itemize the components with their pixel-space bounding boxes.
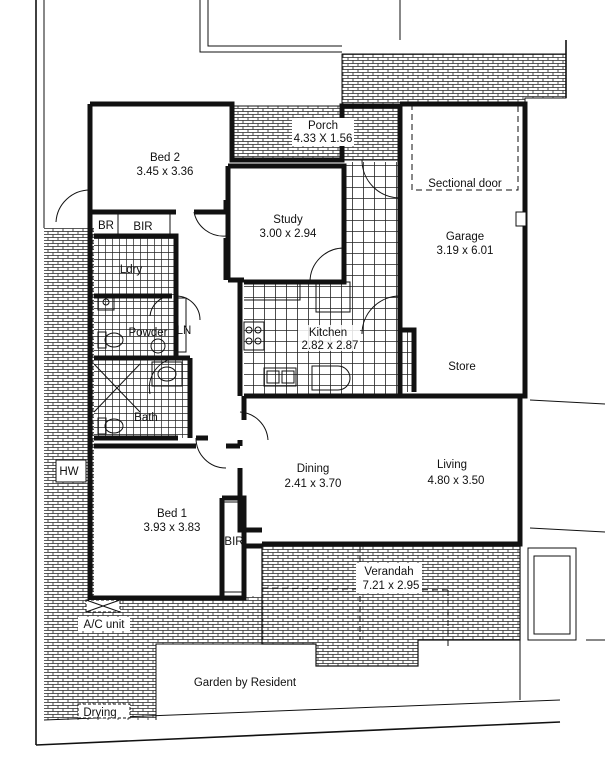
powder-label: Powder bbox=[129, 327, 168, 339]
linen-label: LN bbox=[177, 325, 192, 337]
kitchen-size: 2.82 x 2.87 bbox=[302, 340, 359, 352]
verandah-label: Verandah bbox=[364, 566, 413, 578]
bath-wc bbox=[104, 418, 124, 434]
kitchen-tiles bbox=[244, 162, 414, 396]
kitchen-label: Kitchen bbox=[309, 327, 347, 339]
laundry-label: Ldry bbox=[120, 264, 143, 276]
linen-door-swing bbox=[175, 295, 201, 321]
living-size: 4.80 x 3.50 bbox=[428, 475, 485, 487]
bath-label: Bath bbox=[134, 412, 158, 424]
bed1-robe bbox=[223, 501, 243, 593]
bed2-door-swing bbox=[193, 211, 227, 237]
dining-size: 2.41 x 3.70 bbox=[285, 478, 342, 490]
drying-line-box bbox=[77, 703, 131, 719]
exterior-wall bbox=[87, 101, 528, 601]
sectional-door-outline bbox=[411, 104, 519, 191]
dining-label: Dining bbox=[297, 463, 330, 475]
hw-label: HW bbox=[59, 466, 78, 478]
bath-wc-cistern bbox=[97, 417, 107, 435]
laundry-tiles bbox=[94, 236, 174, 296]
drying-label: Drying bbox=[83, 707, 116, 719]
bed1-door-swing bbox=[195, 437, 227, 469]
cooktop bbox=[243, 321, 265, 351]
br-label: BR bbox=[98, 220, 114, 232]
bath-basin bbox=[157, 366, 177, 382]
garden-label: Garden by Resident bbox=[194, 677, 297, 689]
sectional-door-label: Sectional door bbox=[428, 178, 502, 190]
ac-unit-label: A/C unit bbox=[84, 619, 126, 631]
garage-post bbox=[515, 211, 527, 227]
side-door-swing bbox=[55, 189, 91, 223]
store-label: Store bbox=[448, 361, 476, 373]
bath-door-swing bbox=[148, 357, 177, 395]
study-door-swing bbox=[309, 247, 345, 283]
fixtures bbox=[55, 213, 449, 719]
powder-door-swing bbox=[149, 295, 173, 317]
powder-wc-cistern bbox=[97, 331, 107, 349]
bed2-walls bbox=[90, 200, 229, 280]
bed2-size: 3.45 x 3.36 bbox=[137, 166, 194, 178]
doors bbox=[55, 104, 527, 469]
bed1-label: Bed 1 bbox=[157, 508, 187, 520]
powder-wc bbox=[104, 332, 124, 348]
verandah-paving bbox=[261, 543, 521, 667]
laundry-tub bbox=[97, 293, 115, 311]
porch-size: 4.33 X 1.56 bbox=[294, 133, 353, 145]
hall-door-swing bbox=[239, 411, 269, 441]
bed1-walls bbox=[94, 443, 247, 598]
bed1-bir-label: BIR bbox=[224, 536, 243, 548]
bed2-bir-label: BIR bbox=[133, 221, 152, 233]
study-label: Study bbox=[273, 214, 303, 226]
hot-water-unit bbox=[55, 459, 87, 483]
kitchen-island-end bbox=[311, 365, 351, 391]
study-size: 3.00 x 2.94 bbox=[260, 228, 318, 240]
bed2-label: Bed 2 bbox=[150, 152, 180, 164]
bed1-size: 3.93 x 3.83 bbox=[144, 522, 201, 534]
powder-tiles bbox=[94, 296, 174, 358]
kitchen-sink bbox=[263, 367, 297, 387]
garage-door-swing bbox=[361, 295, 401, 335]
bath-vanity bbox=[151, 361, 183, 387]
linen-shelves bbox=[175, 297, 187, 353]
powder-basin bbox=[150, 338, 166, 354]
site-boundaries bbox=[35, 0, 605, 746]
entry-door-swing bbox=[361, 159, 401, 199]
verandah-size: 7.21 x 2.95 bbox=[363, 580, 420, 592]
bed2-robe bbox=[117, 213, 171, 237]
porch-label: Porch bbox=[308, 120, 338, 132]
garage-label: Garage bbox=[446, 231, 484, 243]
bath-tiles bbox=[94, 358, 190, 438]
room-labels: Porch 4.33 X 1.56 Bed 2 3.45 x 3.36 Stud… bbox=[59, 118, 502, 719]
kitchen-bench bbox=[244, 282, 301, 301]
living-label: Living bbox=[437, 459, 467, 471]
garage-size: 3.19 x 6.01 bbox=[437, 245, 494, 257]
fridge-space bbox=[315, 281, 351, 313]
